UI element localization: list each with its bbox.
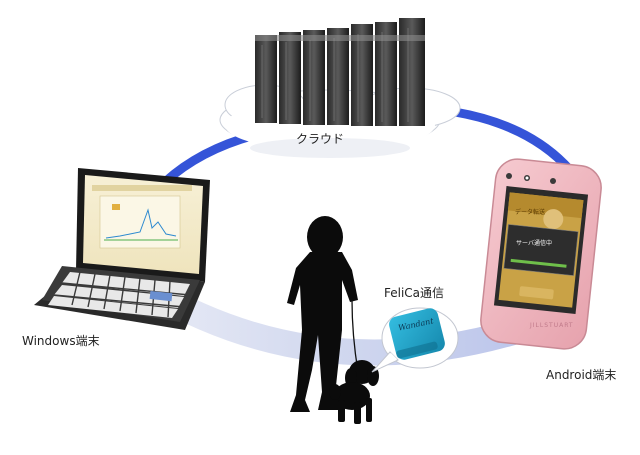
connection-arc-right [454, 107, 574, 174]
felica-device-icon [389, 308, 445, 360]
windows-terminal-label: Windows端末 [22, 334, 100, 348]
android-phone-icon [480, 158, 602, 350]
connection-arc-left [161, 130, 257, 186]
phone-dialog-title: サーバ通信中 [516, 240, 552, 247]
cloud-label: クラウド [296, 132, 345, 146]
phone-brand-text: JILLSTUART [530, 322, 574, 329]
person-silhouette [287, 216, 358, 412]
felica-communication-label: FeliCa通信 [384, 286, 445, 300]
dog-silhouette [329, 360, 379, 424]
windows-laptop-icon [34, 168, 210, 330]
phone-screen-title: データ転送 [515, 209, 546, 216]
server-racks-icon [255, 18, 425, 126]
android-terminal-label: Android端末 [546, 368, 617, 382]
